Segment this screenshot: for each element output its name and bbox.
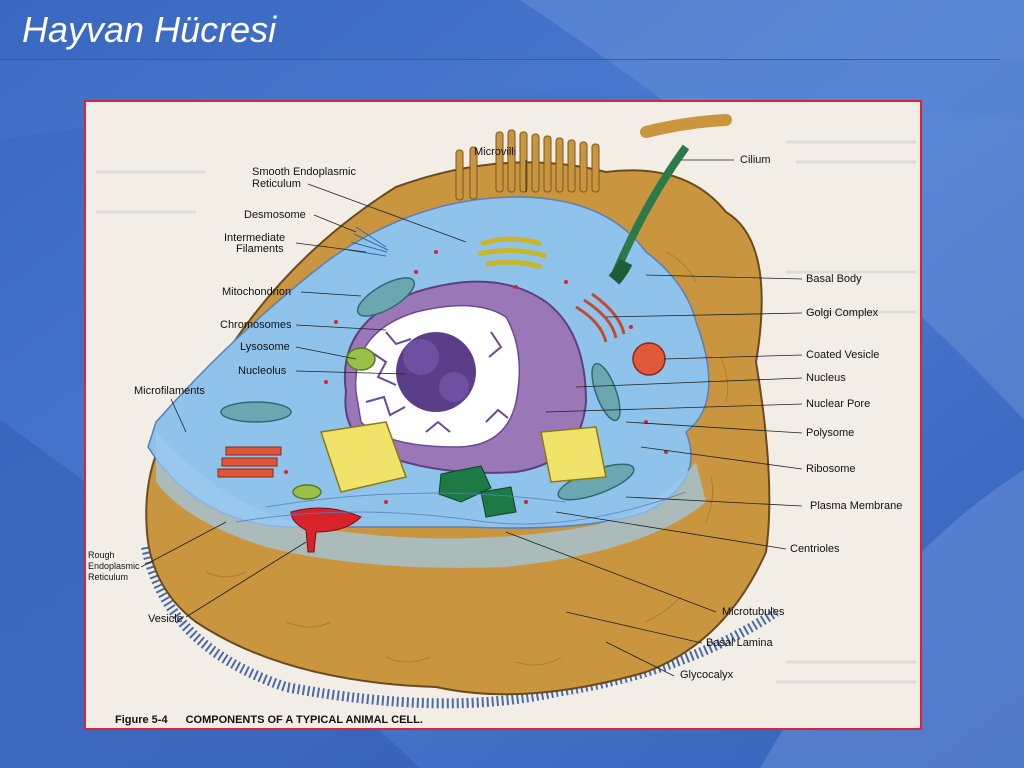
figure-number: Figure 5-4 <box>115 714 168 726</box>
label-intermediate-1: Intermediate <box>224 232 286 244</box>
label-rough-er-2: Endoplasmic <box>88 561 140 571</box>
title-divider <box>0 59 1000 60</box>
label-mitochondrion: Mitochondrion <box>222 286 292 298</box>
label-microfilaments: Microfilaments <box>134 385 205 397</box>
figure-frame: Microvilli Cilium Smooth Endoplasmic Ret… <box>84 100 922 730</box>
animal-cell-illustration <box>96 114 916 709</box>
label-lysosome: Lysosome <box>240 341 290 353</box>
label-plasma-membrane: Plasma Membrane <box>810 500 903 512</box>
label-rough-er-1: Rough <box>88 550 115 560</box>
label-coated-vesicle: Coated Vesicle <box>806 349 880 361</box>
label-cilium: Cilium <box>740 154 771 166</box>
label-centrioles: Centrioles <box>790 543 840 555</box>
label-smooth-er-2: Reticulum <box>252 178 301 190</box>
figure-caption: Figure 5-4 COMPONENTS OF A TYPICAL ANIMAL… <box>115 714 423 726</box>
label-nucleolus: Nucleolus <box>238 365 287 377</box>
label-nucleus: Nucleus <box>806 372 846 384</box>
label-microtubules: Microtubules <box>722 606 785 618</box>
label-ribosome: Ribosome <box>806 463 856 475</box>
label-nuclear-pore: Nuclear Pore <box>806 398 871 410</box>
label-golgi-complex: Golgi Complex <box>806 307 879 319</box>
label-basal-lamina: Basal Lamina <box>706 637 773 649</box>
label-basal-body: Basal Body <box>806 273 862 285</box>
label-rough-er-3: Reticulum <box>88 572 129 582</box>
label-desmosome: Desmosome <box>244 209 306 221</box>
label-vesicle: Vesicle <box>148 613 183 625</box>
label-microvilli: Microvilli <box>474 146 517 158</box>
label-polysome: Polysome <box>806 427 855 439</box>
label-intermediate-2: Filaments <box>236 243 284 255</box>
label-smooth-er-1: Smooth Endoplasmic <box>252 166 356 178</box>
figure-caption-text: COMPONENTS OF A TYPICAL ANIMAL CELL. <box>185 714 423 726</box>
slide-title: Hayvan Hücresi <box>22 9 277 50</box>
label-chromosomes: Chromosomes <box>220 319 292 331</box>
label-glycocalyx: Glycocalyx <box>680 669 734 681</box>
